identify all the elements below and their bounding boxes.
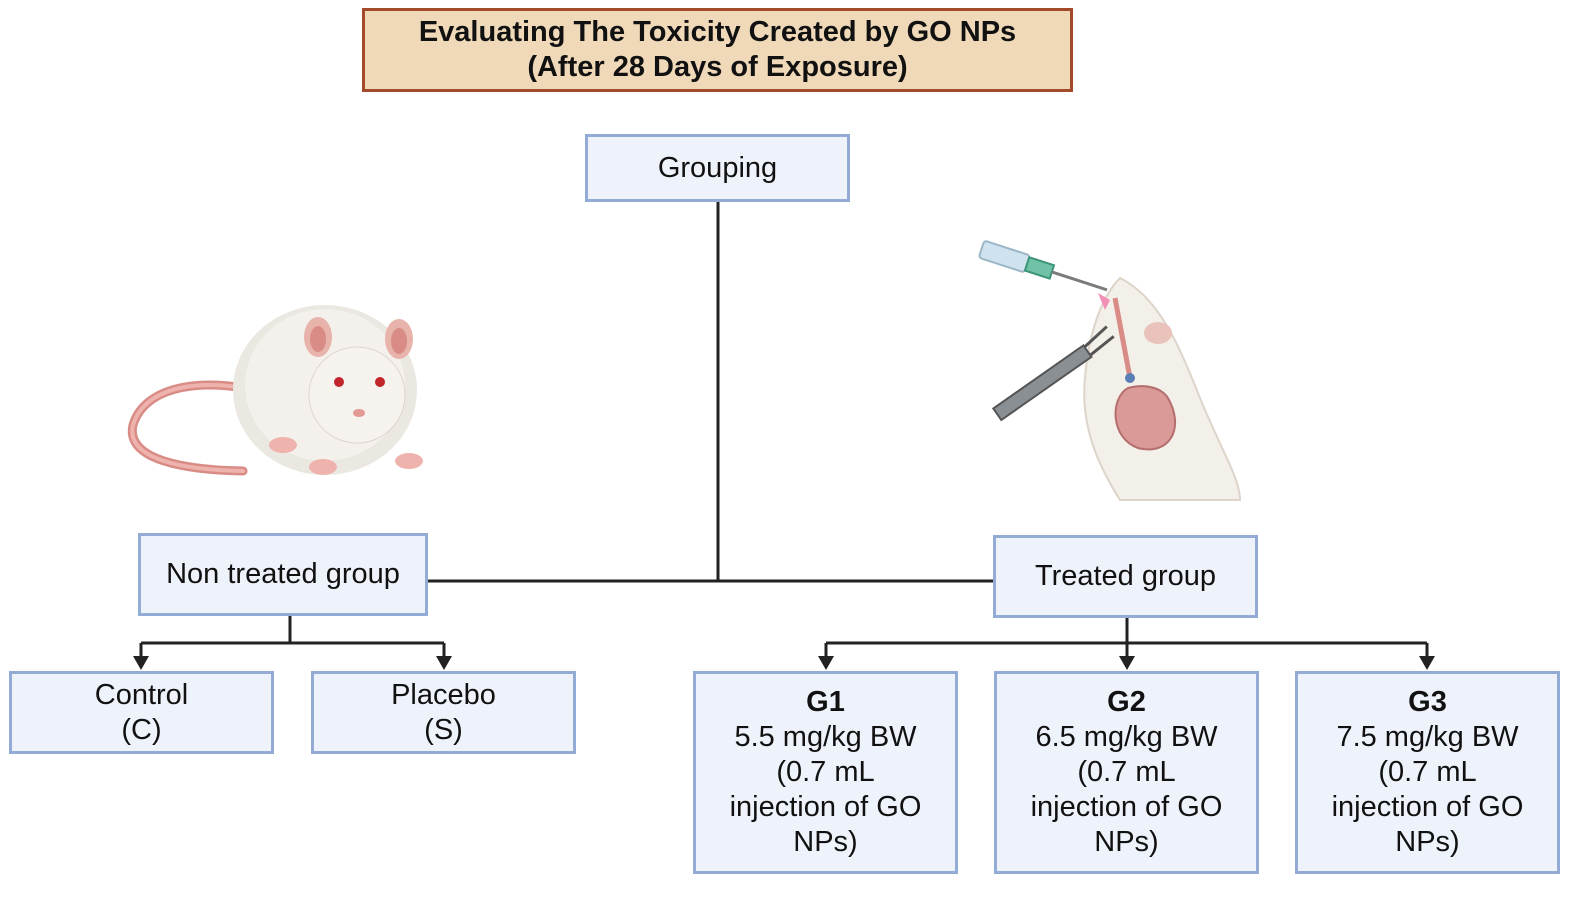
g1-nps: NPs) <box>793 826 858 858</box>
g2-box: G2 6.5 mg/kg BW (0.7 mL injection of GO … <box>994 671 1259 874</box>
g1-name: G1 <box>806 686 845 718</box>
control-name: Control <box>94 678 189 711</box>
title-line-2: (After 28 Days of Exposure) <box>527 51 908 83</box>
treated-label: Treated group <box>1034 560 1217 592</box>
g2-injection: injection of GO <box>1030 791 1223 823</box>
placebo-box: Placebo (S) <box>311 671 576 754</box>
g3-injection: injection of GO <box>1331 791 1524 823</box>
g1-box: G1 5.5 mg/kg BW (0.7 mL injection of GO … <box>693 671 958 874</box>
arrow-head <box>133 656 149 670</box>
g3-name: G3 <box>1408 686 1447 718</box>
g1-volume: (0.7 mL <box>776 756 875 788</box>
control-code: (C) <box>121 713 162 746</box>
g1-dose: 5.5 mg/kg BW <box>734 721 917 753</box>
control-box: Control (C) <box>9 671 274 754</box>
g3-dose: 7.5 mg/kg BW <box>1336 721 1519 753</box>
diagram-title: Evaluating The Toxicity Created by GO NP… <box>362 8 1073 92</box>
arrow-head <box>1119 656 1135 670</box>
g2-nps: NPs) <box>1094 826 1159 858</box>
arrow-head <box>1419 656 1435 670</box>
title-line-1: Evaluating The Toxicity Created by GO NP… <box>418 16 1017 48</box>
g2-dose: 6.5 mg/kg BW <box>1035 721 1218 753</box>
arrow-head <box>436 656 452 670</box>
g2-name: G2 <box>1107 686 1146 718</box>
g3-box: G3 7.5 mg/kg BW (0.7 mL injection of GO … <box>1295 671 1560 874</box>
placebo-code: (S) <box>424 713 463 746</box>
rat-injection-icon <box>978 240 1242 501</box>
grouping-label: Grouping <box>657 151 778 184</box>
grouping-box: Grouping <box>585 134 850 202</box>
non-treated-label: Non treated group <box>166 558 400 590</box>
g3-nps: NPs) <box>1395 826 1460 858</box>
placebo-name: Placebo <box>391 678 496 711</box>
g2-volume: (0.7 mL <box>1077 756 1176 788</box>
g3-volume: (0.7 mL <box>1378 756 1477 788</box>
g1-injection: injection of GO <box>729 791 922 823</box>
treated-group-box: Treated group <box>993 535 1258 618</box>
arrow-head <box>818 656 834 670</box>
non-treated-group-box: Non treated group <box>138 533 428 616</box>
white-rat-icon <box>127 305 423 476</box>
